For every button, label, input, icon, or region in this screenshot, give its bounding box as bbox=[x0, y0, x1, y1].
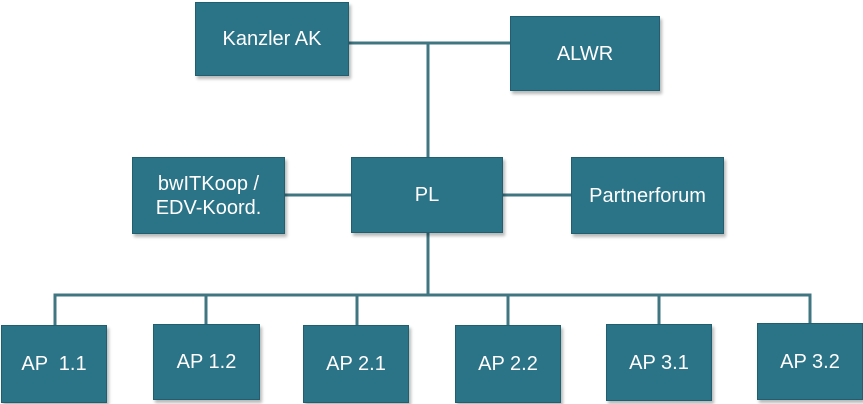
node-ap-2-2: AP 2.2 bbox=[455, 325, 561, 403]
node-partnerforum: Partnerforum bbox=[571, 157, 724, 234]
node-ap-1-2-label: AP 1.2 bbox=[176, 351, 237, 373]
node-alwr: ALWR bbox=[510, 16, 660, 91]
node-ap-2-2-label: AP 2.2 bbox=[478, 353, 538, 375]
node-ap-2-1-label: AP 2.1 bbox=[326, 353, 386, 375]
node-alwr-label: ALWR bbox=[556, 42, 614, 65]
node-ap-3-1-label: AP 3.1 bbox=[629, 351, 689, 374]
node-partnerforum-label: Partnerforum bbox=[589, 184, 706, 207]
node-ap-3-1: AP 3.1 bbox=[606, 324, 712, 401]
node-ap-1-2: AP 1.2 bbox=[153, 324, 260, 400]
node-ap-3-2: AP 3.2 bbox=[757, 323, 863, 400]
node-ap-1-1-label: AP 1.1 bbox=[21, 353, 87, 375]
node-ap-2-1: AP 2.1 bbox=[303, 325, 409, 403]
node-pl: PL bbox=[351, 157, 503, 233]
node-bwitkoop-edv-koord-label: bwITKoop / EDV-Koord. bbox=[155, 172, 262, 219]
node-ap-1-1: AP 1.1 bbox=[1, 325, 107, 403]
node-kanzler-ak: Kanzler AK bbox=[195, 2, 349, 76]
node-ap-3-2-label: AP 3.2 bbox=[780, 350, 840, 373]
node-bwitkoop-edv-koord: bwITKoop / EDV-Koord. bbox=[132, 157, 285, 234]
node-pl-label: PL bbox=[414, 184, 440, 206]
node-kanzler-ak-label: Kanzler AK bbox=[222, 28, 322, 50]
